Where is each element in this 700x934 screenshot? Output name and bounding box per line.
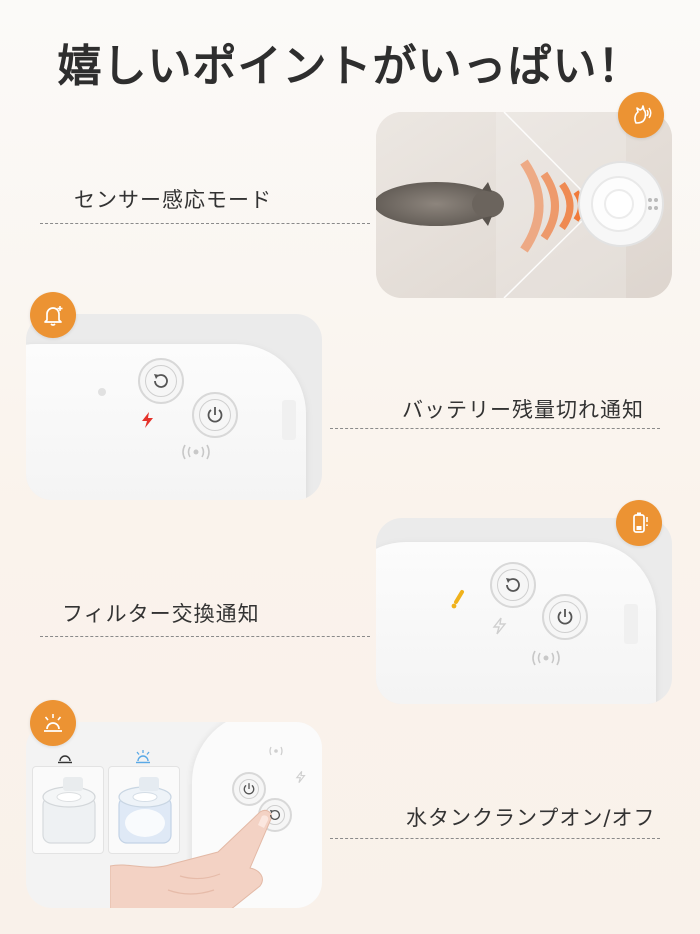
cat-sensor-icon xyxy=(618,92,664,138)
reset-icon xyxy=(506,578,520,592)
lightning-icon xyxy=(295,771,306,783)
lightning-warning-icon xyxy=(142,412,153,428)
battery-icon xyxy=(616,500,662,546)
tank-lamp-off-preview xyxy=(32,766,104,854)
lamp-off-indicator-icon xyxy=(58,755,72,764)
filter-notice-image xyxy=(376,518,672,704)
bell-icon xyxy=(30,292,76,338)
filter-drop-warning-icon xyxy=(451,590,464,609)
feature-label-filter: フィルター交換通知 xyxy=(62,602,260,626)
divider-lamp xyxy=(330,838,660,839)
divider-filter xyxy=(40,636,370,637)
divider-sensor xyxy=(40,223,370,224)
reset-icon xyxy=(269,809,280,820)
reset-icon xyxy=(154,374,168,388)
power-button-image xyxy=(542,594,588,640)
lamp-icon xyxy=(30,700,76,746)
reset-button-image xyxy=(138,358,184,404)
hand-pressing-button xyxy=(110,809,272,908)
feature-label-lamp: 水タンクランプオン/オフ xyxy=(406,806,656,830)
power-button-image xyxy=(192,392,238,438)
sensor-scene xyxy=(376,112,672,298)
lightning-icon xyxy=(492,617,507,635)
power-icon xyxy=(207,407,223,423)
cat-body xyxy=(376,182,498,226)
wireless-sensor-icon xyxy=(532,650,560,666)
sensor-mode-image xyxy=(376,112,672,298)
reset-button-image xyxy=(490,562,536,608)
battery-notice-image xyxy=(26,314,322,500)
feature-label-battery: バッテリー残量切れ通知 xyxy=(402,398,644,422)
power-icon xyxy=(557,609,573,625)
feature-label-sensor: センサー感応モード xyxy=(74,188,272,212)
wireless-sensor-icon xyxy=(269,746,283,756)
page-title: 嬉しいポイントがいっぱい！ xyxy=(57,41,643,92)
tank-lamp-on-preview xyxy=(108,766,180,854)
lamp-on-indicator-icon xyxy=(136,750,150,764)
divider-battery xyxy=(330,428,660,429)
lamp-toggle-image xyxy=(26,722,322,908)
power-button-image xyxy=(232,772,266,806)
wireless-sensor-icon xyxy=(182,444,210,460)
power-icon xyxy=(243,783,255,795)
